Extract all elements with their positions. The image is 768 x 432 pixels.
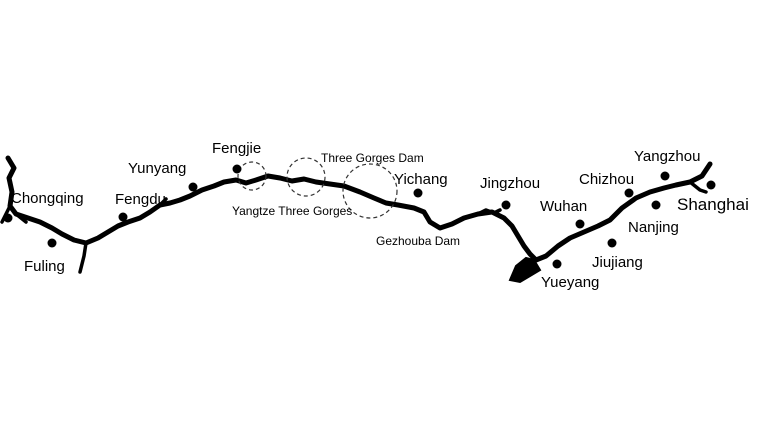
- city-dot-chongqing: [3, 213, 13, 223]
- three-gorges-dam-ring: [342, 163, 398, 219]
- city-dot-yichang: [413, 188, 423, 198]
- tributary-chongqing-east: [14, 212, 28, 224]
- city-dot-fengjie: [232, 164, 242, 174]
- city-dot-yueyang: [552, 259, 562, 269]
- city-dot-wuhan: [575, 219, 585, 229]
- city-label-nanjing: Nanjing: [628, 219, 679, 236]
- dongting-lake: [508, 256, 542, 284]
- city-dot-nanjing: [651, 200, 661, 210]
- city-label-fuling: Fuling: [24, 258, 65, 275]
- city-label-shanghai: Shanghai: [677, 195, 749, 214]
- city-label-yunyang: Yunyang: [128, 160, 186, 177]
- city-label-jingzhou: Jingzhou: [480, 175, 540, 192]
- city-dot-jingzhou: [501, 200, 511, 210]
- city-label-wuhan: Wuhan: [540, 198, 587, 215]
- fengjie-ring: [237, 161, 267, 191]
- city-label-yangzhou: Yangzhou: [634, 148, 700, 165]
- three-gorges-ring: [286, 157, 326, 197]
- city-label-fengdu: Fengdu: [115, 191, 166, 208]
- city-dot-fengdu: [118, 212, 128, 222]
- site-label-gezhouba-dam: Gezhouba Dam: [376, 234, 460, 248]
- tributary-fuling: [78, 241, 88, 274]
- tributary-fengdu: [158, 197, 168, 207]
- city-label-chongqing: Chongqing: [11, 190, 84, 207]
- city-label-chizhou: Chizhou: [579, 171, 634, 188]
- city-label-yichang: Yichang: [394, 171, 448, 188]
- city-dot-chizhou: [624, 188, 634, 198]
- city-dot-yangzhou: [660, 171, 670, 181]
- tributary-shanghai: [688, 180, 708, 194]
- city-dot-shanghai: [706, 180, 716, 190]
- tributary-jingzhou: [476, 208, 502, 216]
- city-label-jiujiang: Jiujiang: [592, 254, 643, 271]
- site-label-three-gorges-dam: Three Gorges Dam: [321, 151, 424, 165]
- city-label-yueyang: Yueyang: [541, 274, 599, 291]
- site-label-yangtze-three-gorges: Yangtze Three Gorges: [232, 204, 352, 218]
- city-dot-yunyang: [188, 182, 198, 192]
- city-dot-fuling: [47, 238, 57, 248]
- city-label-fengjie: Fengjie: [212, 140, 261, 157]
- city-dot-jiujiang: [607, 238, 617, 248]
